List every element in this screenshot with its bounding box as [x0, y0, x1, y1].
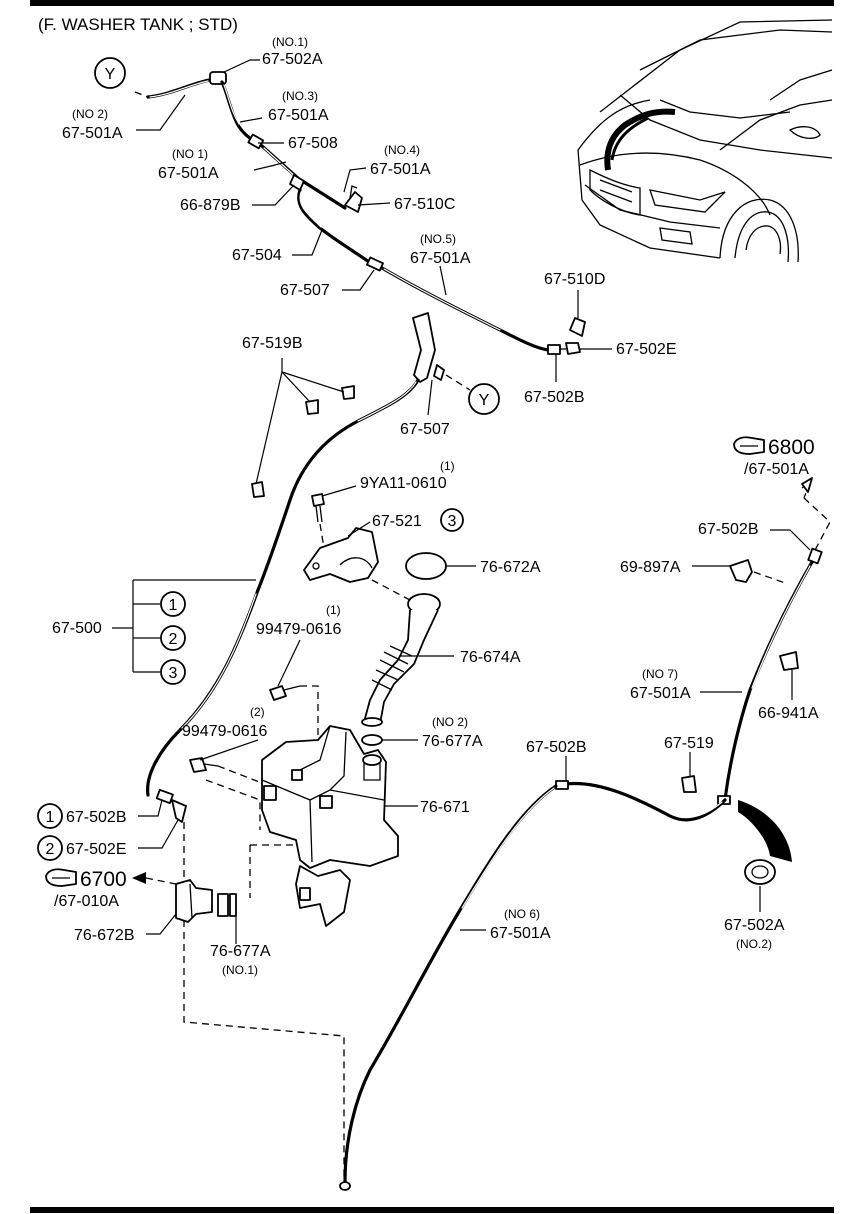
- label-67-502e-left: 67-502E: [66, 841, 127, 858]
- middle-hose-assembly: [146, 312, 471, 880]
- label-9ya11-0610-sub: (1): [440, 459, 455, 473]
- leader-lines: [136, 59, 811, 944]
- label-67-510d: 67-510D: [544, 271, 605, 288]
- label-67-501a-no6: 67-501A: [490, 925, 551, 942]
- label-67-501a-no7-sub: (NO 7): [642, 667, 678, 681]
- label-67-502b-top: 67-502B: [524, 389, 585, 406]
- label-67-501a-no2: 67-501A: [62, 125, 123, 142]
- label-76-674a: 76-674A: [460, 649, 521, 666]
- label-67-507-top: 67-507: [280, 282, 330, 299]
- callout-3-bracket: 3: [448, 513, 457, 530]
- label-ref-6700: 6700: [80, 868, 127, 891]
- label-ref-6800: 6800: [768, 436, 815, 459]
- label-69-897a: 69-897A: [620, 559, 681, 576]
- part-labels: (NO.1) 67-502A (NO 2) 67-501A (NO.3) 67-…: [52, 35, 819, 977]
- label-67-502b-right-top: 67-502B: [698, 521, 759, 538]
- label-67-502b-mid: 67-502B: [526, 739, 587, 756]
- label-76-677a-no1-sub: (NO.1): [222, 963, 258, 977]
- label-67-507-mid: 67-507: [400, 421, 450, 438]
- label-76-677a-no2: 76-677A: [422, 733, 483, 750]
- label-99479-0616-1: 99479-0616: [256, 621, 342, 638]
- label-67-502a-no1-sub: (NO.1): [272, 35, 308, 49]
- label-67-501a-no5: 67-501A: [410, 250, 471, 267]
- rear-hose-assembly: [339, 477, 831, 1191]
- label-76-672a: 76-672A: [480, 559, 541, 576]
- label-67-521: 67-521: [372, 513, 422, 530]
- label-67-501a-no6-sub: (NO 6): [504, 907, 540, 921]
- label-67-501a-no4-sub: (NO.4): [384, 143, 420, 157]
- upper-hose-assembly: [134, 71, 586, 355]
- label-67-510c: 67-510C: [394, 196, 455, 213]
- pointing-hand-icon: [733, 436, 765, 455]
- kit-bracket: [112, 579, 256, 673]
- label-66-941a: 66-941A: [758, 705, 819, 722]
- label-67-508: 67-508: [288, 135, 338, 152]
- label-66-879b: 66-879B: [180, 197, 241, 214]
- label-67-501a-no3-sub: (NO.3): [282, 89, 318, 103]
- label-67-501a-no3: 67-501A: [268, 107, 329, 124]
- label-67-501a-no2-sub: (NO 2): [72, 107, 108, 121]
- label-67-010a: /67-010A: [54, 893, 119, 910]
- label-67-502b-left: 67-502B: [66, 809, 127, 826]
- filler-neck: [361, 593, 441, 746]
- label-76-677a-no2-sub: (NO 2): [432, 715, 468, 729]
- label-67-501a-ref: /67-501A: [744, 461, 809, 478]
- label-67-501a-no4: 67-501A: [370, 161, 431, 178]
- label-67-519b: 67-519B: [242, 335, 303, 352]
- callout-3-kit: 3: [169, 665, 178, 682]
- label-76-671: 76-671: [420, 799, 470, 816]
- label-67-501a-no1: 67-501A: [158, 165, 219, 182]
- label-67-504: 67-504: [232, 247, 282, 264]
- label-99479-0616-2-sub: (2): [250, 705, 265, 719]
- label-67-519: 67-519: [664, 735, 714, 752]
- label-9ya11-0610: 9YA11-0610: [360, 475, 447, 492]
- vehicle-illustration: [577, 19, 833, 263]
- label-67-501a-no1-sub: (NO 1): [172, 147, 208, 161]
- diagram-title: (F. WASHER TANK ; STD): [38, 15, 238, 34]
- pump-connectors: [175, 879, 345, 1190]
- pointing-hand-icon: [45, 868, 177, 887]
- label-67-502a-no2-sub: (NO.2): [736, 937, 772, 951]
- label-67-501a-no5-sub: (NO.5): [420, 232, 456, 246]
- label-67-502e-top: 67-502E: [616, 341, 677, 358]
- callout-2-nozzle: 2: [46, 841, 55, 858]
- label-67-502a-no2: 67-502A: [724, 917, 785, 934]
- callout-y-mid: Y: [479, 392, 490, 409]
- top-border: [30, 0, 834, 6]
- bottom-border: [30, 1207, 834, 1213]
- label-67-502a-no1: 67-502A: [262, 51, 323, 68]
- label-99479-0616-2: 99479-0616: [182, 723, 268, 740]
- callout-2-kit: 2: [169, 631, 178, 648]
- bracket-and-bolts: [189, 493, 447, 791]
- label-67-501a-no7: 67-501A: [630, 685, 691, 702]
- callout-1-nozzle: 1: [46, 809, 55, 826]
- label-99479-0616-1-sub: (1): [326, 603, 341, 617]
- label-67-500: 67-500: [52, 620, 102, 637]
- callout-y-top: Y: [105, 66, 116, 83]
- label-76-672b: 76-672B: [74, 927, 135, 944]
- callout-circles: Y Y 3 1 2 3 1 2: [37, 57, 500, 861]
- callout-1-kit: 1: [169, 597, 178, 614]
- label-76-677a-no1: 76-677A: [210, 943, 271, 960]
- washer-tank: [205, 725, 399, 927]
